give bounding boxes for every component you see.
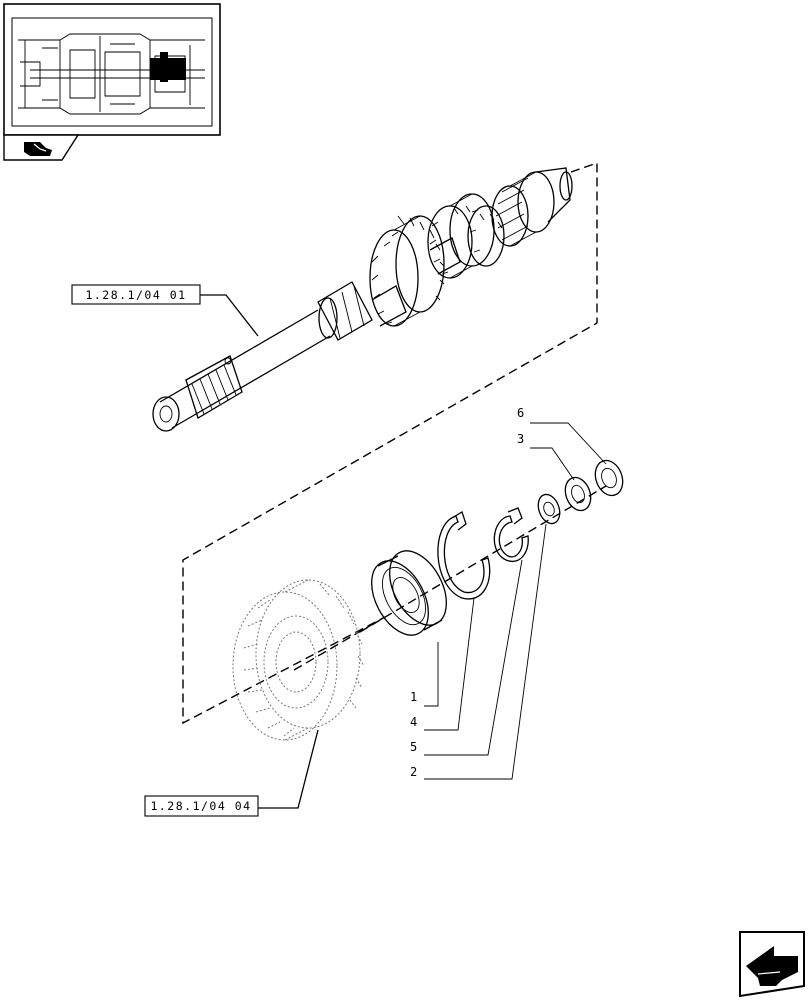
reference-bottom-label: 1.28.1/04 04	[150, 799, 251, 813]
ring-gear	[232, 579, 365, 809]
previous-page-arrow-icon[interactable]	[739, 931, 805, 998]
thumbnail-tab	[3, 134, 80, 161]
assembly-thumbnail[interactable]	[3, 3, 221, 136]
callout-5: 5	[410, 740, 417, 754]
shaft-gear-1	[369, 215, 445, 327]
ref-top-leader	[200, 294, 259, 337]
shaft-splines-rear	[491, 167, 573, 247]
callout-4: 4	[410, 715, 417, 729]
vehicle-badge-icon	[24, 142, 52, 156]
ref-bottom-leader	[258, 729, 319, 809]
callout-3: 3	[517, 432, 524, 446]
part-1-bearing[interactable]	[360, 541, 458, 644]
callout-2: 2	[410, 765, 417, 779]
part-3-ring[interactable]	[561, 474, 595, 514]
reference-box-top[interactable]: 1.28.1/04 01	[71, 284, 201, 305]
part-4-snap-ring[interactable]	[437, 511, 491, 600]
part-6-ring[interactable]	[591, 457, 628, 500]
part-2-washer[interactable]	[534, 491, 563, 526]
shaft-gear-2	[427, 193, 505, 279]
callout-6: 6	[517, 406, 524, 420]
main-shaft	[152, 167, 573, 432]
dashed-assembly-line	[182, 162, 598, 725]
callout-leaders	[424, 422, 607, 780]
reference-top-label: 1.28.1/04 01	[85, 288, 186, 302]
thumbnail-drawing	[11, 17, 213, 127]
callout-1: 1	[410, 690, 417, 704]
reference-box-bottom[interactable]: 1.28.1/04 04	[144, 795, 259, 817]
part-5-snap-ring[interactable]	[493, 507, 529, 562]
shaft-splines-front	[185, 355, 243, 419]
